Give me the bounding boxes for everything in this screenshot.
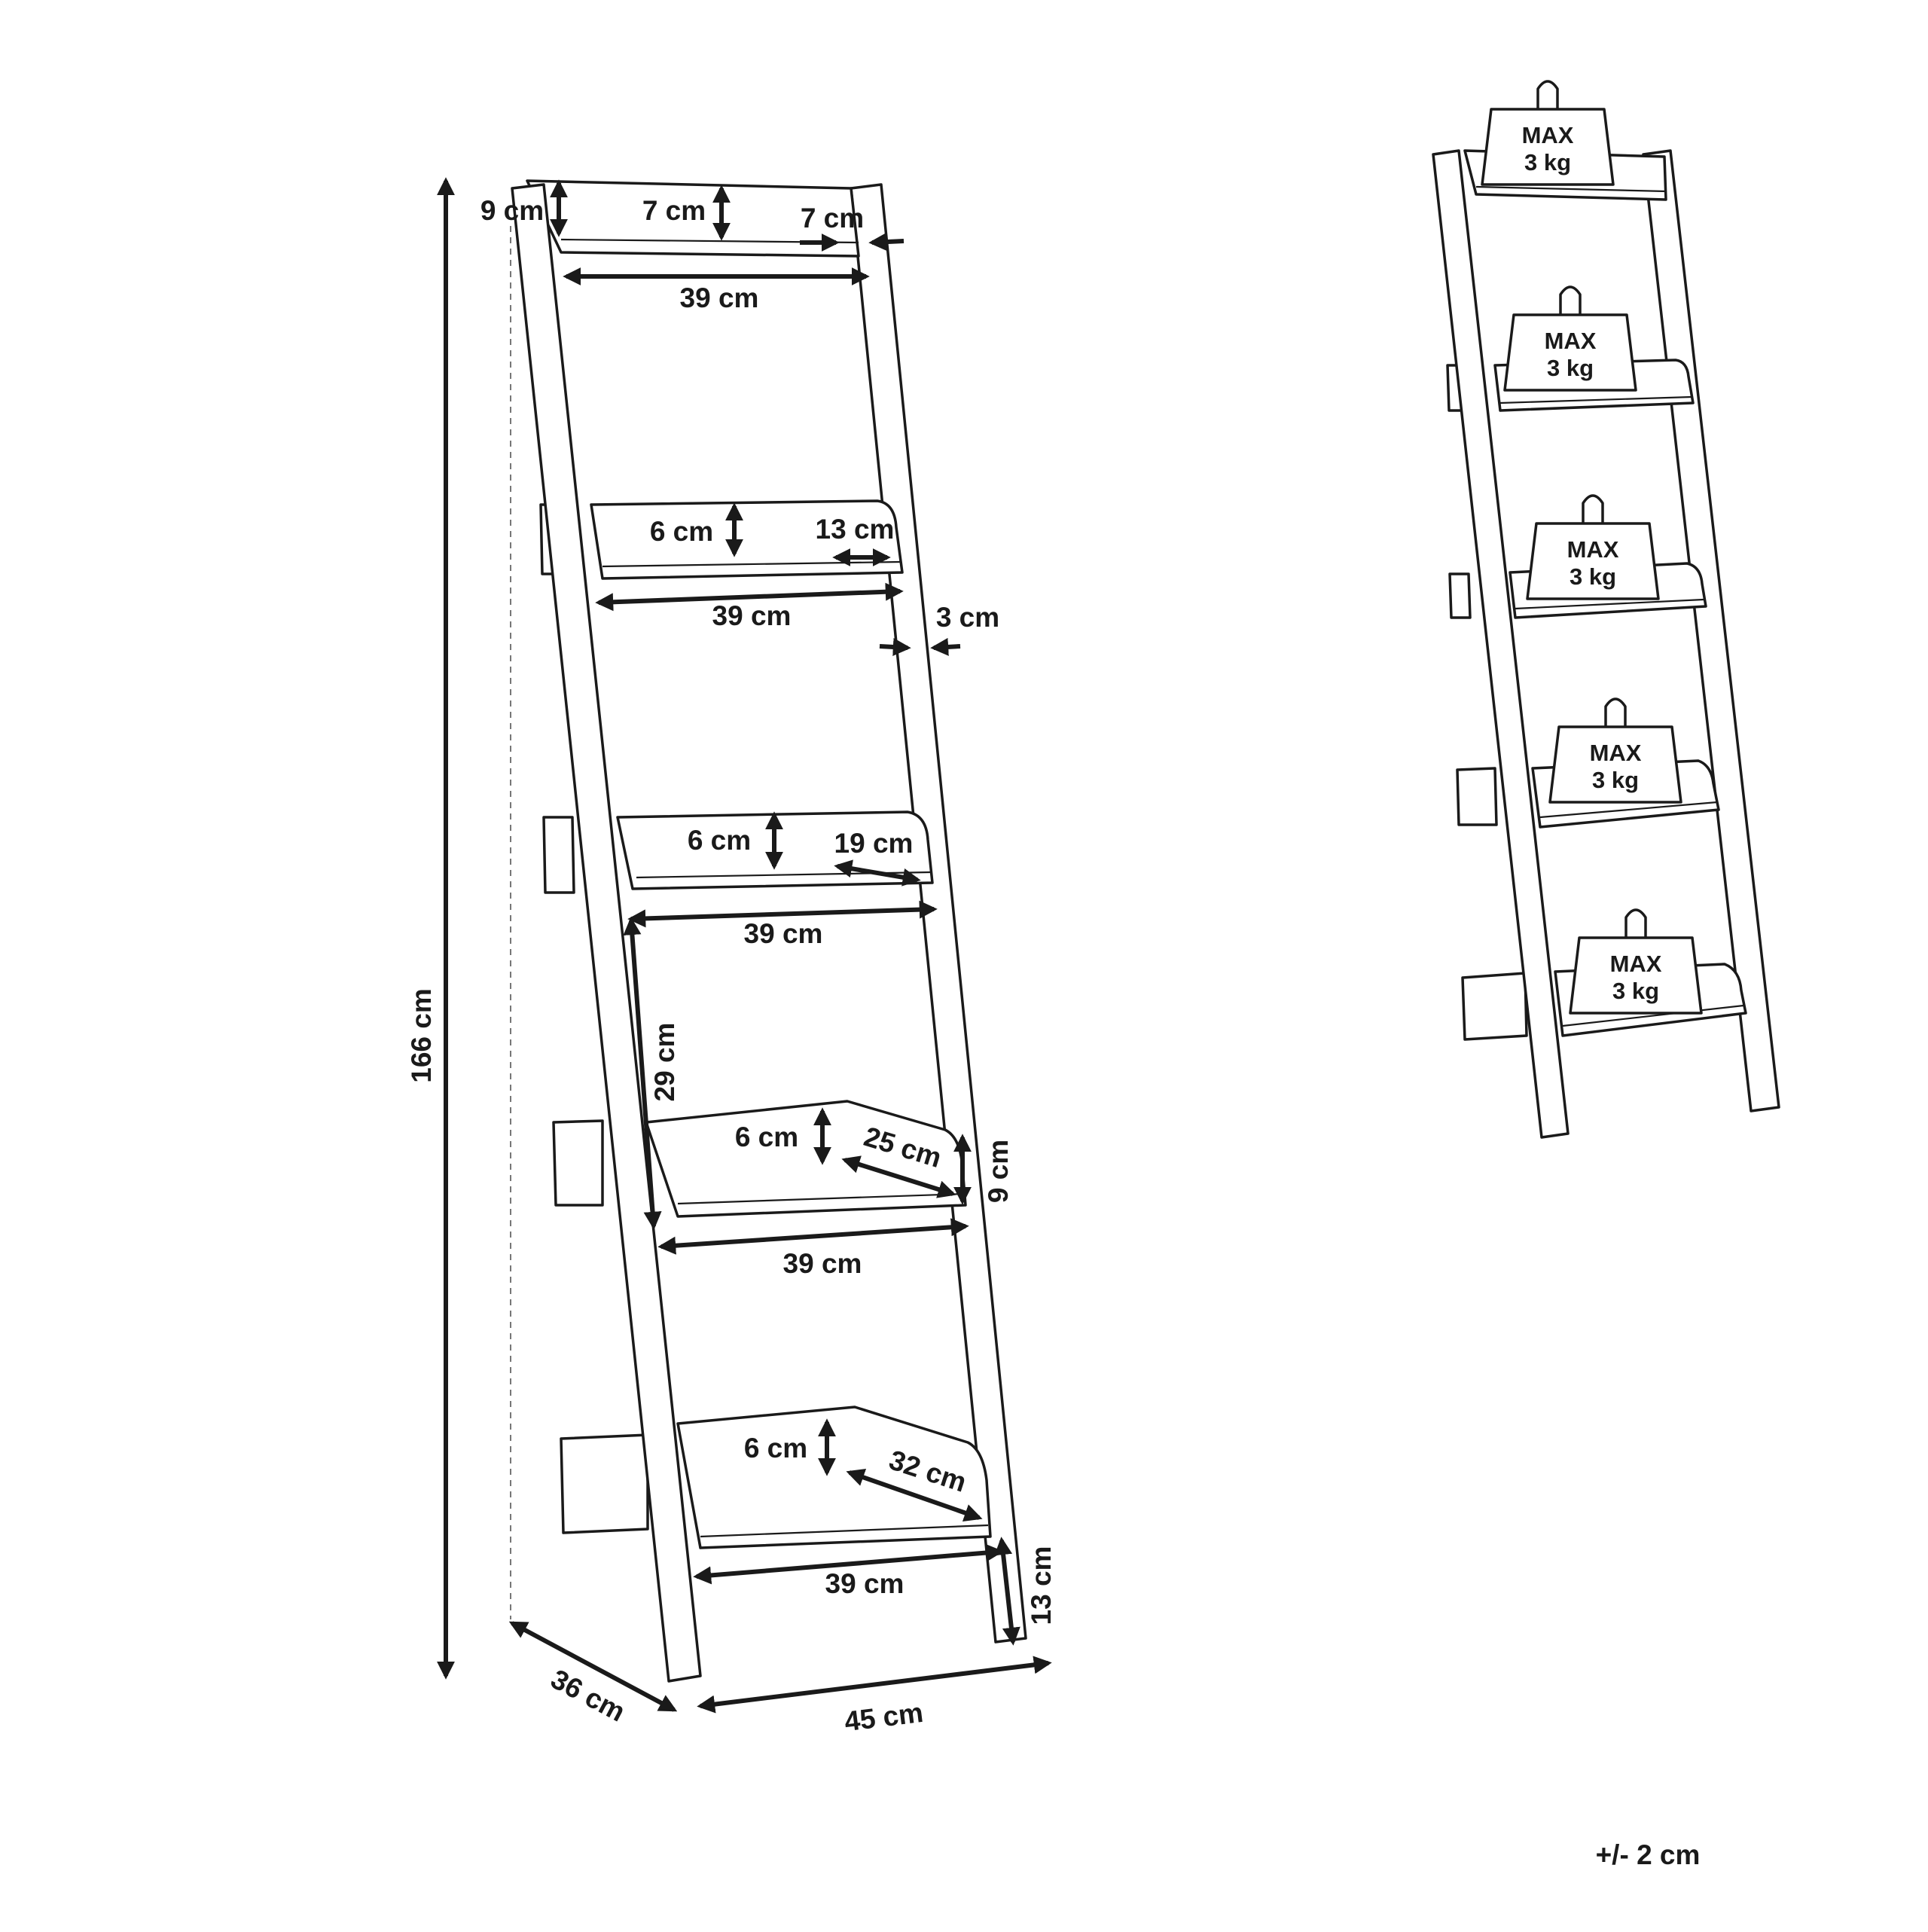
tolerance-note: +/- 2 cm — [1596, 1839, 1701, 1870]
weight-load-label: 3 kg — [1592, 767, 1639, 793]
label-shelf3-back-height: 6 cm — [735, 1122, 798, 1152]
label-shelf2-depth: 19 cm — [834, 828, 914, 859]
weight-icons: MAX 3 kg MAX 3 kg MAX 3 kg MAX 3 kg MAX … — [1481, 80, 1703, 1015]
label-shelf2-width: 39 cm — [744, 918, 823, 949]
label-shelf1-width: 39 cm — [712, 600, 792, 631]
label-total-height: 166 cm — [406, 988, 437, 1083]
label-shelf3-front-height: 9 cm — [983, 1140, 1014, 1203]
weight-icon: MAX 3 kg — [1548, 697, 1682, 804]
weight-load-label: 3 kg — [1524, 149, 1571, 175]
weight-icon: MAX 3 kg — [1526, 494, 1660, 600]
weight-load-label: 3 kg — [1570, 563, 1616, 590]
load-front-leg — [1432, 149, 1570, 1139]
label-shelf1-back-height: 6 cm — [650, 516, 713, 547]
label-total-depth: 36 cm — [546, 1663, 630, 1727]
weight-load-label: 3 kg — [1547, 355, 1594, 381]
label-shelf4-back-height: 6 cm — [744, 1433, 807, 1463]
label-total-width: 45 cm — [843, 1697, 925, 1737]
label-shelf4-width: 39 cm — [825, 1568, 905, 1599]
label-top-rail-height: 9 cm — [480, 195, 544, 226]
label-shelf-spacing: 29 cm — [649, 1023, 680, 1102]
label-shelf1-depth: 13 cm — [816, 514, 895, 545]
label-top-side-depth: 7 cm — [801, 203, 864, 233]
weight-icon: MAX 3 kg — [1569, 908, 1703, 1015]
dimension-arrows — [437, 177, 1052, 1714]
label-leg-thickness: 3 cm — [936, 602, 999, 633]
label-top-width: 39 cm — [680, 282, 759, 313]
weight-max-label: MAX — [1522, 122, 1574, 148]
weight-max-label: MAX — [1545, 328, 1597, 354]
weight-max-label: MAX — [1567, 536, 1619, 563]
weight-icon: MAX 3 kg — [1503, 285, 1637, 392]
label-bottom-clearance: 13 cm — [1026, 1546, 1057, 1625]
weight-max-label: MAX — [1590, 740, 1642, 766]
label-shelf2-back-height: 6 cm — [688, 825, 751, 856]
weight-icon: MAX 3 kg — [1481, 80, 1615, 186]
weight-load-label: 3 kg — [1612, 978, 1659, 1004]
label-top-back-height: 7 cm — [642, 195, 706, 226]
weight-max-label: MAX — [1610, 951, 1662, 977]
label-shelf3-width: 39 cm — [783, 1248, 862, 1279]
